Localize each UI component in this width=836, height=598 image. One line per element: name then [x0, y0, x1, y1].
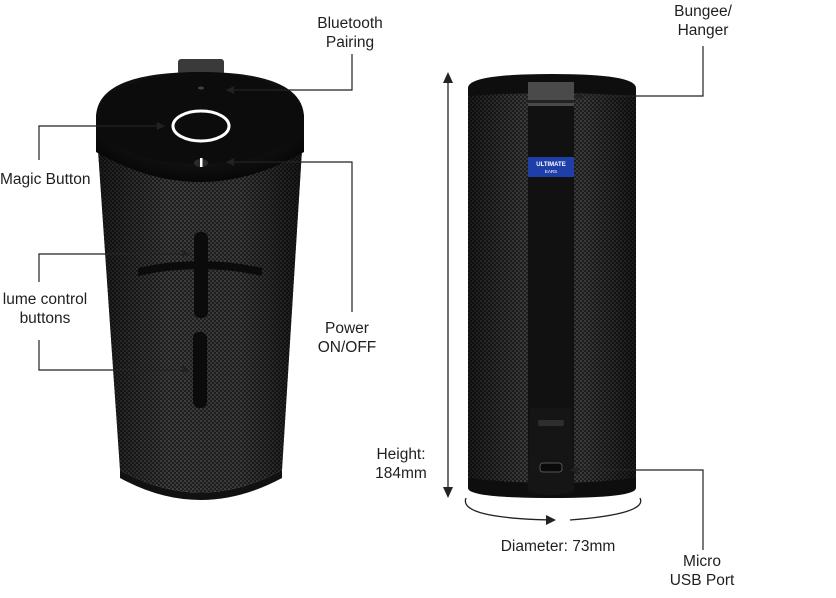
volume-up-bar-horizontal	[138, 261, 262, 276]
leader-lines	[38, 46, 704, 550]
bluetooth-pairing-label: Bluetooth Pairing	[305, 14, 395, 52]
magic-button-ring	[171, 109, 231, 143]
bungee-label-line2: Hanger	[677, 22, 729, 39]
usb-label-line1: Micro	[683, 553, 721, 570]
diameter-arc	[464, 497, 642, 525]
volume-up-bar-vertical	[194, 232, 208, 318]
magic-button-label: Magic Button	[0, 171, 91, 188]
brand-tag	[528, 157, 574, 177]
volume-down-bar	[193, 332, 207, 408]
bluetooth-label-line2: Pairing	[325, 34, 375, 51]
top-loop	[178, 59, 224, 75]
power-label: Power ON/OFF	[310, 319, 384, 357]
volume-label-line2: buttons	[19, 310, 71, 327]
power-label-line2: ON/OFF	[317, 339, 377, 356]
height-label-line1: Height:	[376, 446, 426, 463]
usb-port	[539, 462, 563, 473]
micro-usb-label: Micro USB Port	[662, 552, 742, 590]
left-speaker	[96, 59, 304, 500]
brand-tag-line2: EARS	[545, 169, 557, 174]
usb-label-line2: USB Port	[669, 572, 735, 589]
volume-control-label: lume control buttons	[0, 290, 90, 328]
bluetooth-label-line1: Bluetooth	[317, 15, 383, 32]
diameter-label: Diameter: 73mm	[500, 538, 616, 555]
bungee-hanger-label: Bungee/ Hanger	[664, 2, 742, 40]
volume-label-line1: lume control	[2, 291, 88, 308]
leader-arrowheads	[157, 86, 582, 474]
height-label: Height: 184mm	[366, 445, 436, 483]
bluetooth-button	[198, 86, 204, 90]
brand-tag-line1: ULTIMATE	[536, 162, 565, 168]
height-label-line2: 184mm	[375, 465, 427, 482]
power-label-line1: Power	[325, 320, 369, 337]
height-arrow	[443, 72, 453, 498]
bungee-label-line1: Bungee/	[674, 3, 732, 20]
right-speaker: ULTIMATE EARS	[468, 74, 636, 498]
